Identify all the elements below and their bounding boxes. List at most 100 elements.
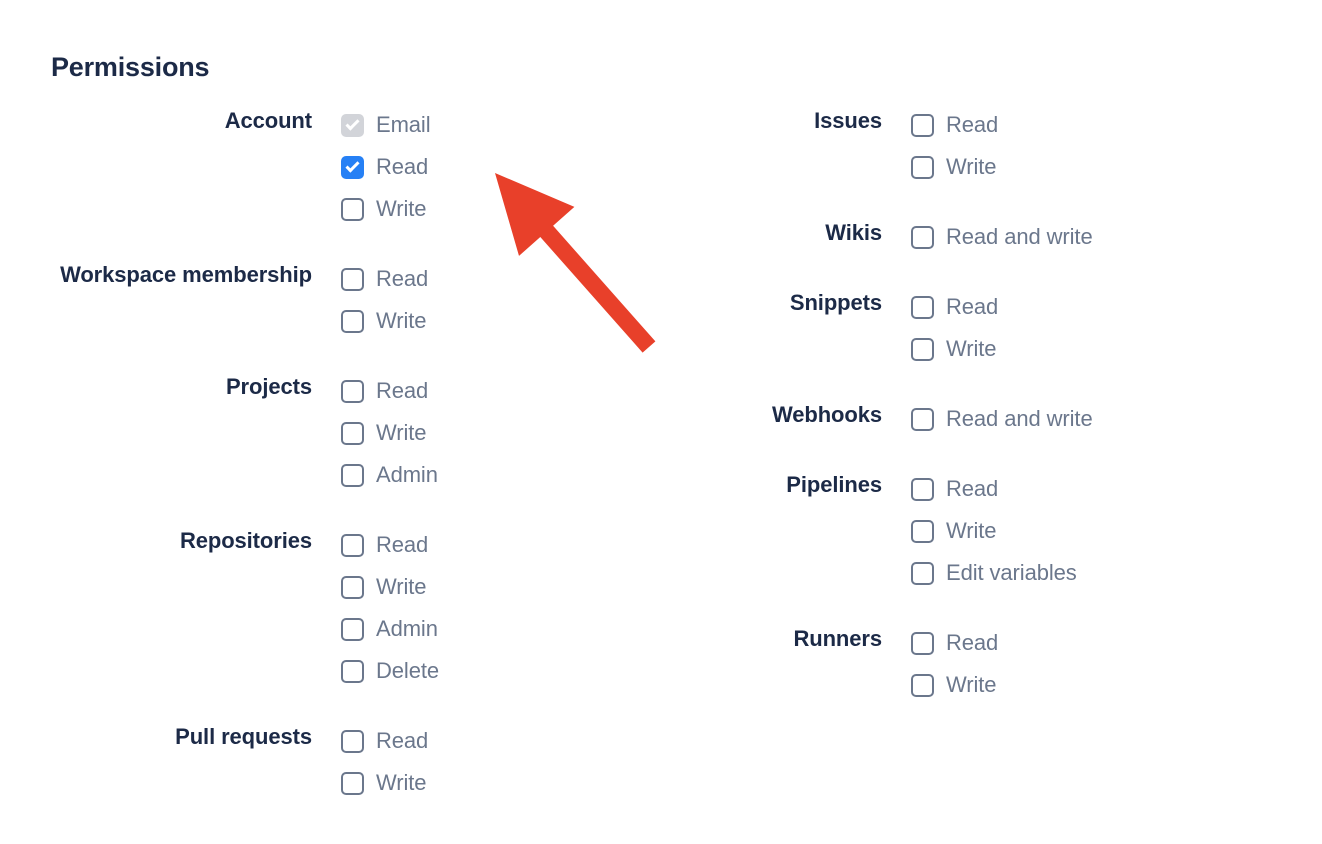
- checkbox-write[interactable]: [341, 197, 364, 221]
- permission-option-label: Read: [946, 630, 999, 655]
- permission-option-row[interactable]: Write: [911, 328, 1260, 370]
- permission-group-label: Workspace membership: [60, 262, 312, 287]
- permission-option-label: Write: [946, 336, 997, 361]
- permission-option-label: Delete: [376, 658, 439, 683]
- checkbox-read[interactable]: [911, 477, 934, 501]
- permission-option-label: Write: [946, 672, 997, 697]
- permission-option-row[interactable]: Read: [341, 146, 660, 188]
- permission-option-row[interactable]: Write: [911, 146, 1260, 188]
- permission-option-row[interactable]: Write: [911, 664, 1260, 706]
- permission-group-label: Issues: [814, 108, 882, 133]
- permission-group-label: Pull requests: [175, 724, 312, 749]
- checkmark-icon: [345, 157, 360, 173]
- checkbox-write[interactable]: [341, 575, 364, 599]
- permission-option-row[interactable]: Write: [341, 566, 660, 608]
- checkmark-icon: [345, 115, 360, 131]
- permission-option-row[interactable]: Read and write: [911, 398, 1260, 440]
- checkbox-read[interactable]: [341, 533, 364, 557]
- checkbox-delete[interactable]: [341, 659, 364, 683]
- permission-option-row[interactable]: Delete: [341, 650, 660, 692]
- permission-option-label: Read and write: [946, 406, 1093, 431]
- permission-option-label: Read: [376, 378, 429, 403]
- permission-group-label: Snippets: [789, 290, 882, 315]
- permission-group-label: Pipelines: [786, 472, 882, 497]
- checkbox-read[interactable]: [911, 295, 934, 319]
- permission-option-row[interactable]: Admin: [341, 454, 660, 496]
- checkbox-write[interactable]: [341, 421, 364, 445]
- permission-option-row[interactable]: Admin: [341, 608, 660, 650]
- permission-option-row[interactable]: Read: [341, 258, 660, 300]
- checkbox-write[interactable]: [911, 673, 934, 697]
- permission-group-label: Account: [224, 108, 312, 133]
- permission-option-row[interactable]: Read: [911, 104, 1260, 146]
- permission-option-label: Read: [946, 112, 999, 137]
- checkbox-read[interactable]: [911, 113, 934, 137]
- checkbox-write[interactable]: [911, 155, 934, 179]
- permission-option-row[interactable]: Edit variables: [911, 552, 1260, 594]
- permission-option-row[interactable]: Write: [341, 762, 660, 804]
- permission-option-row[interactable]: Write: [341, 188, 660, 230]
- permission-option-row[interactable]: Read: [341, 524, 660, 566]
- permission-option-label: Write: [376, 196, 427, 221]
- permission-option-list: Read and write: [911, 216, 1260, 258]
- checkbox-read-and-write[interactable]: [911, 225, 934, 249]
- checkbox-read[interactable]: [911, 631, 934, 655]
- permission-option-row[interactable]: Read: [341, 370, 660, 412]
- checkbox-write[interactable]: [911, 519, 934, 543]
- permission-option-row[interactable]: Read: [911, 286, 1260, 328]
- permission-option-row[interactable]: Email: [341, 104, 660, 146]
- permission-option-label: Admin: [376, 616, 438, 641]
- checkbox-admin[interactable]: [341, 617, 364, 641]
- permission-option-row[interactable]: Write: [341, 300, 660, 342]
- checkbox-edit-variables[interactable]: [911, 561, 934, 585]
- permission-option-label: Read: [376, 532, 429, 557]
- permission-group-label: Repositories: [179, 528, 312, 553]
- permission-option-row[interactable]: Read and write: [911, 216, 1260, 258]
- checkbox-email: [341, 113, 364, 137]
- permission-option-label: Read: [946, 294, 999, 319]
- checkbox-write[interactable]: [911, 337, 934, 361]
- permission-option-label: Read and write: [946, 224, 1093, 249]
- permission-option-label: Write: [946, 518, 997, 543]
- permission-option-list: Read and write: [911, 398, 1260, 440]
- checkbox-admin[interactable]: [341, 463, 364, 487]
- permission-option-label: Read: [376, 728, 429, 753]
- permission-option-label: Read: [376, 266, 429, 291]
- checkbox-read[interactable]: [341, 729, 364, 753]
- permission-option-row[interactable]: Write: [341, 412, 660, 454]
- permission-option-label: Email: [376, 112, 431, 137]
- checkbox-write[interactable]: [341, 309, 364, 333]
- checkbox-write[interactable]: [341, 771, 364, 795]
- checkbox-read[interactable]: [341, 267, 364, 291]
- permission-option-row[interactable]: Read: [911, 468, 1260, 510]
- checkbox-read[interactable]: [341, 155, 364, 179]
- permission-option-label: Write: [946, 154, 997, 179]
- permission-option-label: Read: [946, 476, 999, 501]
- permission-option-row[interactable]: Read: [911, 622, 1260, 664]
- permission-option-label: Read: [376, 154, 429, 179]
- checkbox-read[interactable]: [341, 379, 364, 403]
- permission-option-label: Write: [376, 308, 427, 333]
- permission-option-label: Write: [376, 420, 427, 445]
- permission-group-label: Runners: [793, 626, 882, 651]
- permission-option-row[interactable]: Write: [911, 510, 1260, 552]
- checkbox-read-and-write[interactable]: [911, 407, 934, 431]
- permission-option-row[interactable]: Read: [341, 720, 660, 762]
